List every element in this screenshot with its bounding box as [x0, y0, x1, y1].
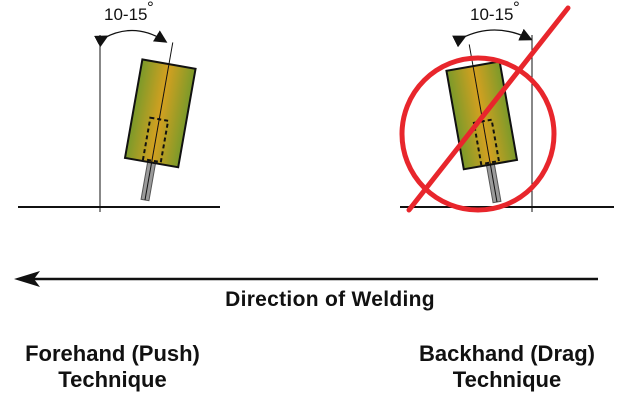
forehand-degree-mark: °: [147, 0, 154, 17]
backhand-title-line2: Technique: [452, 367, 562, 392]
forehand-angle-arc: [94, 29, 168, 48]
direction-arrow-head: [14, 271, 40, 287]
forehand-title-line1: Forehand (Push): [25, 341, 200, 366]
forehand-title: Forehand (Push) Technique: [0, 341, 225, 393]
prohibited-slash: [406, 5, 571, 213]
backhand-title: Backhand (Drag) Technique: [395, 341, 619, 393]
backhand-torch-axis: [468, 44, 498, 203]
backhand-degree-mark: °: [513, 0, 520, 17]
forehand-group: 10-15 °: [18, 0, 220, 212]
backhand-title-line1: Backhand (Drag): [418, 341, 596, 366]
backhand-group: 10-15 °: [399, 0, 614, 213]
direction-arrow: [14, 271, 598, 287]
prohibited-circle: [399, 55, 557, 213]
forehand-title-line2: Technique: [58, 367, 167, 392]
forehand-torch-axis: [144, 42, 174, 201]
forehand-torch: [123, 42, 197, 202]
backhand-angle-arc: [452, 28, 533, 48]
forehand-angle-text: 10-15: [104, 5, 147, 24]
direction-label: Direction of Welding: [225, 288, 435, 311]
backhand-angle-text: 10-15: [470, 5, 513, 24]
